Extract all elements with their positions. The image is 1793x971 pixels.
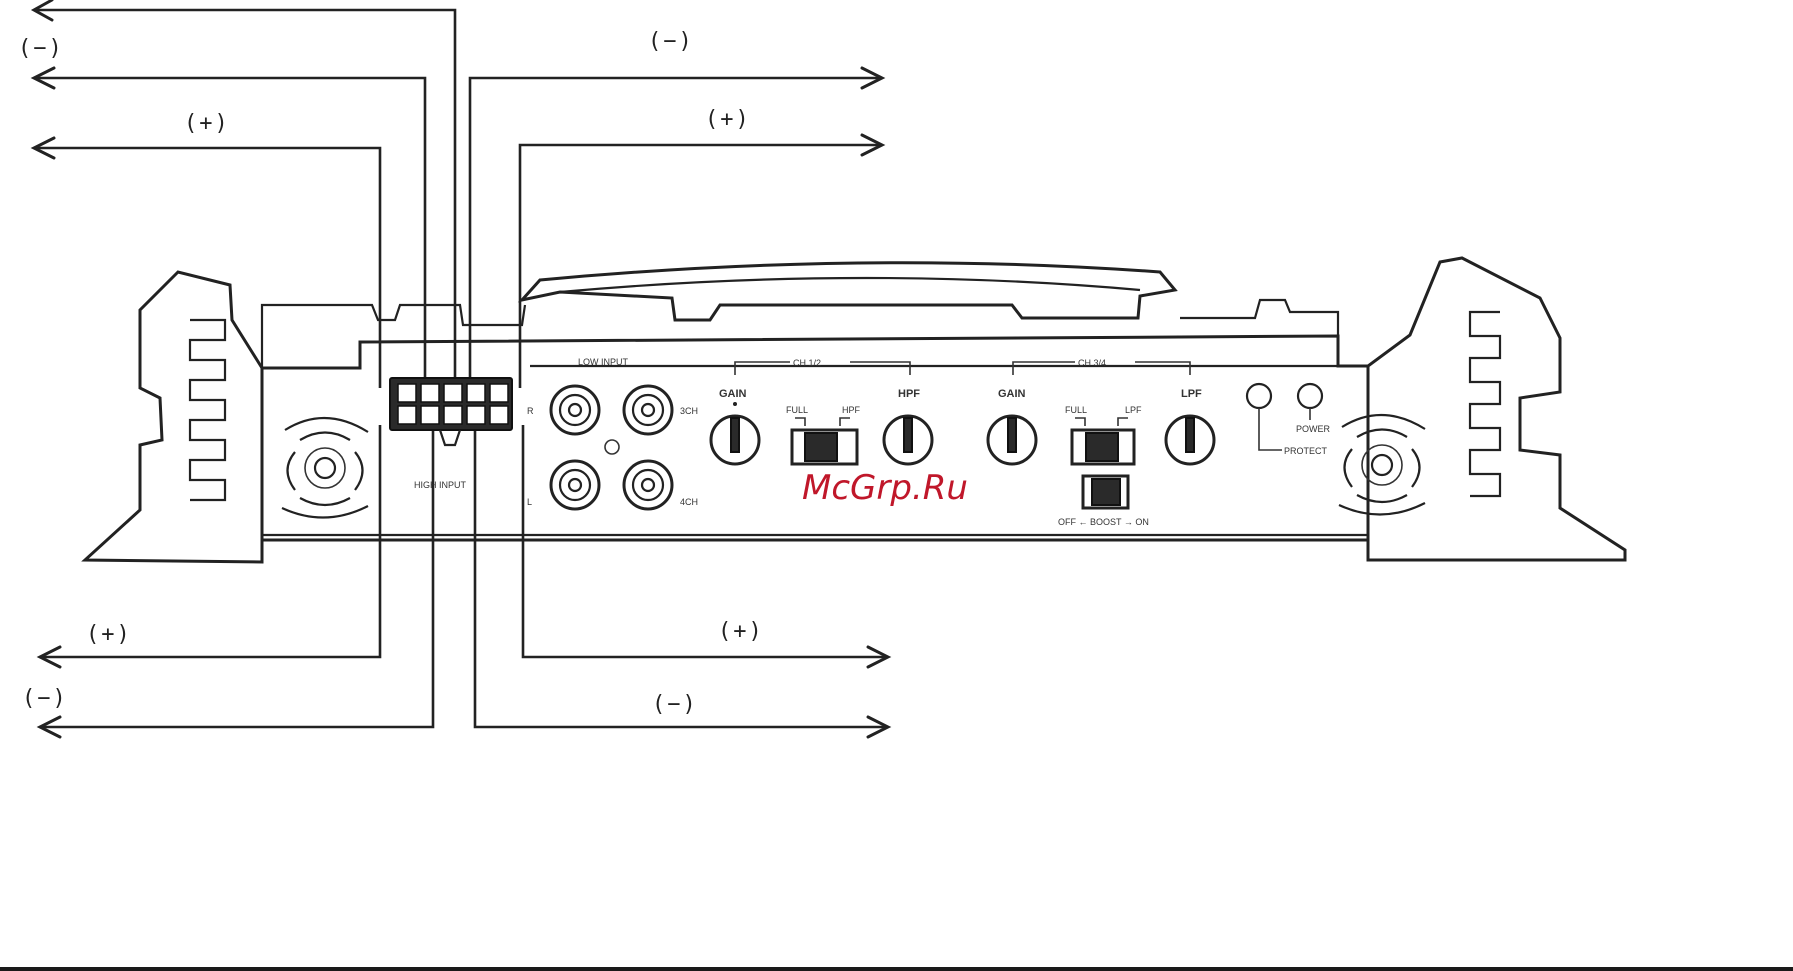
high-input-label: HIGH INPUT <box>414 480 467 490</box>
hpf-label: HPF <box>898 388 920 400</box>
left-fan-icon <box>282 418 368 518</box>
boost-switch[interactable] <box>1083 476 1128 508</box>
rca-jack-bottom-left[interactable] <box>551 461 599 509</box>
lpf-knob[interactable] <box>1166 416 1214 464</box>
rca-label-top-right: 3CH <box>680 406 698 416</box>
label-bottom-left-plus: (+) <box>86 622 132 647</box>
wire-top-left-outer <box>36 10 455 388</box>
boost-label: OFF ← BOOST → ON <box>1058 517 1149 527</box>
full-hpf-switch[interactable] <box>792 430 857 464</box>
lpf-label: LPF <box>1181 388 1202 400</box>
wire-top-left-plus <box>36 148 380 388</box>
wire-top-right-plus <box>520 145 882 388</box>
lpf-switch-label: LPF <box>1125 405 1142 415</box>
protect-label: PROTECT <box>1284 446 1328 456</box>
top-cover-inner <box>560 278 1140 292</box>
rca-label-top-left: R <box>527 406 534 416</box>
top-cover <box>522 263 1175 320</box>
low-input-label: LOW INPUT <box>578 357 629 367</box>
power-label: POWER <box>1296 424 1331 434</box>
right-heatsink <box>1368 258 1625 560</box>
label-bottom-right-plus: (+) <box>718 619 764 644</box>
ch12-bracket <box>735 362 910 375</box>
high-input-connector <box>390 378 512 445</box>
gain-right-label: GAIN <box>998 388 1026 400</box>
label-top-right-minus: (−) <box>648 29 694 54</box>
left-notch <box>262 305 525 368</box>
ch12-label: CH 1/2 <box>793 358 821 368</box>
label-bottom-right-minus: (−) <box>652 692 698 717</box>
left-fins <box>190 320 225 500</box>
rca-jacks: R 3CH L 4CH <box>527 386 698 509</box>
power-led-icon <box>1298 384 1322 420</box>
gain-left-label: GAIN <box>719 388 747 400</box>
label-bottom-left-minus: (−) <box>22 686 68 711</box>
right-fins <box>1470 312 1500 496</box>
full-left-label: FULL <box>786 405 808 415</box>
protect-led-icon <box>1247 384 1282 450</box>
rca-jack-top-right[interactable] <box>624 386 672 434</box>
right-fan-icon <box>1339 415 1425 515</box>
amplifier-body: HIGH INPUT LOW INPUT <box>85 258 1625 562</box>
rca-jack-bottom-right[interactable] <box>624 461 672 509</box>
hpf-knob[interactable] <box>884 416 932 464</box>
watermark: McGrp.Ru <box>802 468 968 508</box>
label-top-left-plus: (+) <box>184 111 230 136</box>
full-right-label: FULL <box>1065 405 1087 415</box>
wire-bottom-left-minus <box>40 425 433 727</box>
gain-left-knob[interactable] <box>711 402 759 464</box>
hpf-switch-label: HPF <box>842 405 861 415</box>
rca-label-bottom-right: 4CH <box>680 497 698 507</box>
bottom-rule <box>0 967 1793 971</box>
ch34-label: CH 3/4 <box>1078 358 1106 368</box>
left-heatsink <box>85 272 262 562</box>
full-lpf-switch[interactable] <box>1072 430 1134 464</box>
label-top-left-minus: (−) <box>18 36 64 61</box>
gain-right-knob[interactable] <box>988 416 1036 464</box>
right-notch <box>1180 300 1338 336</box>
label-top-right-plus: (+) <box>705 107 751 132</box>
ground-screw-icon <box>605 440 619 454</box>
polarity-labels: (−) (+) (−) (+) (+) (−) (+) (−) <box>18 29 764 717</box>
rca-jack-top-left[interactable] <box>551 386 599 434</box>
rca-label-bottom-left: L <box>527 497 532 507</box>
